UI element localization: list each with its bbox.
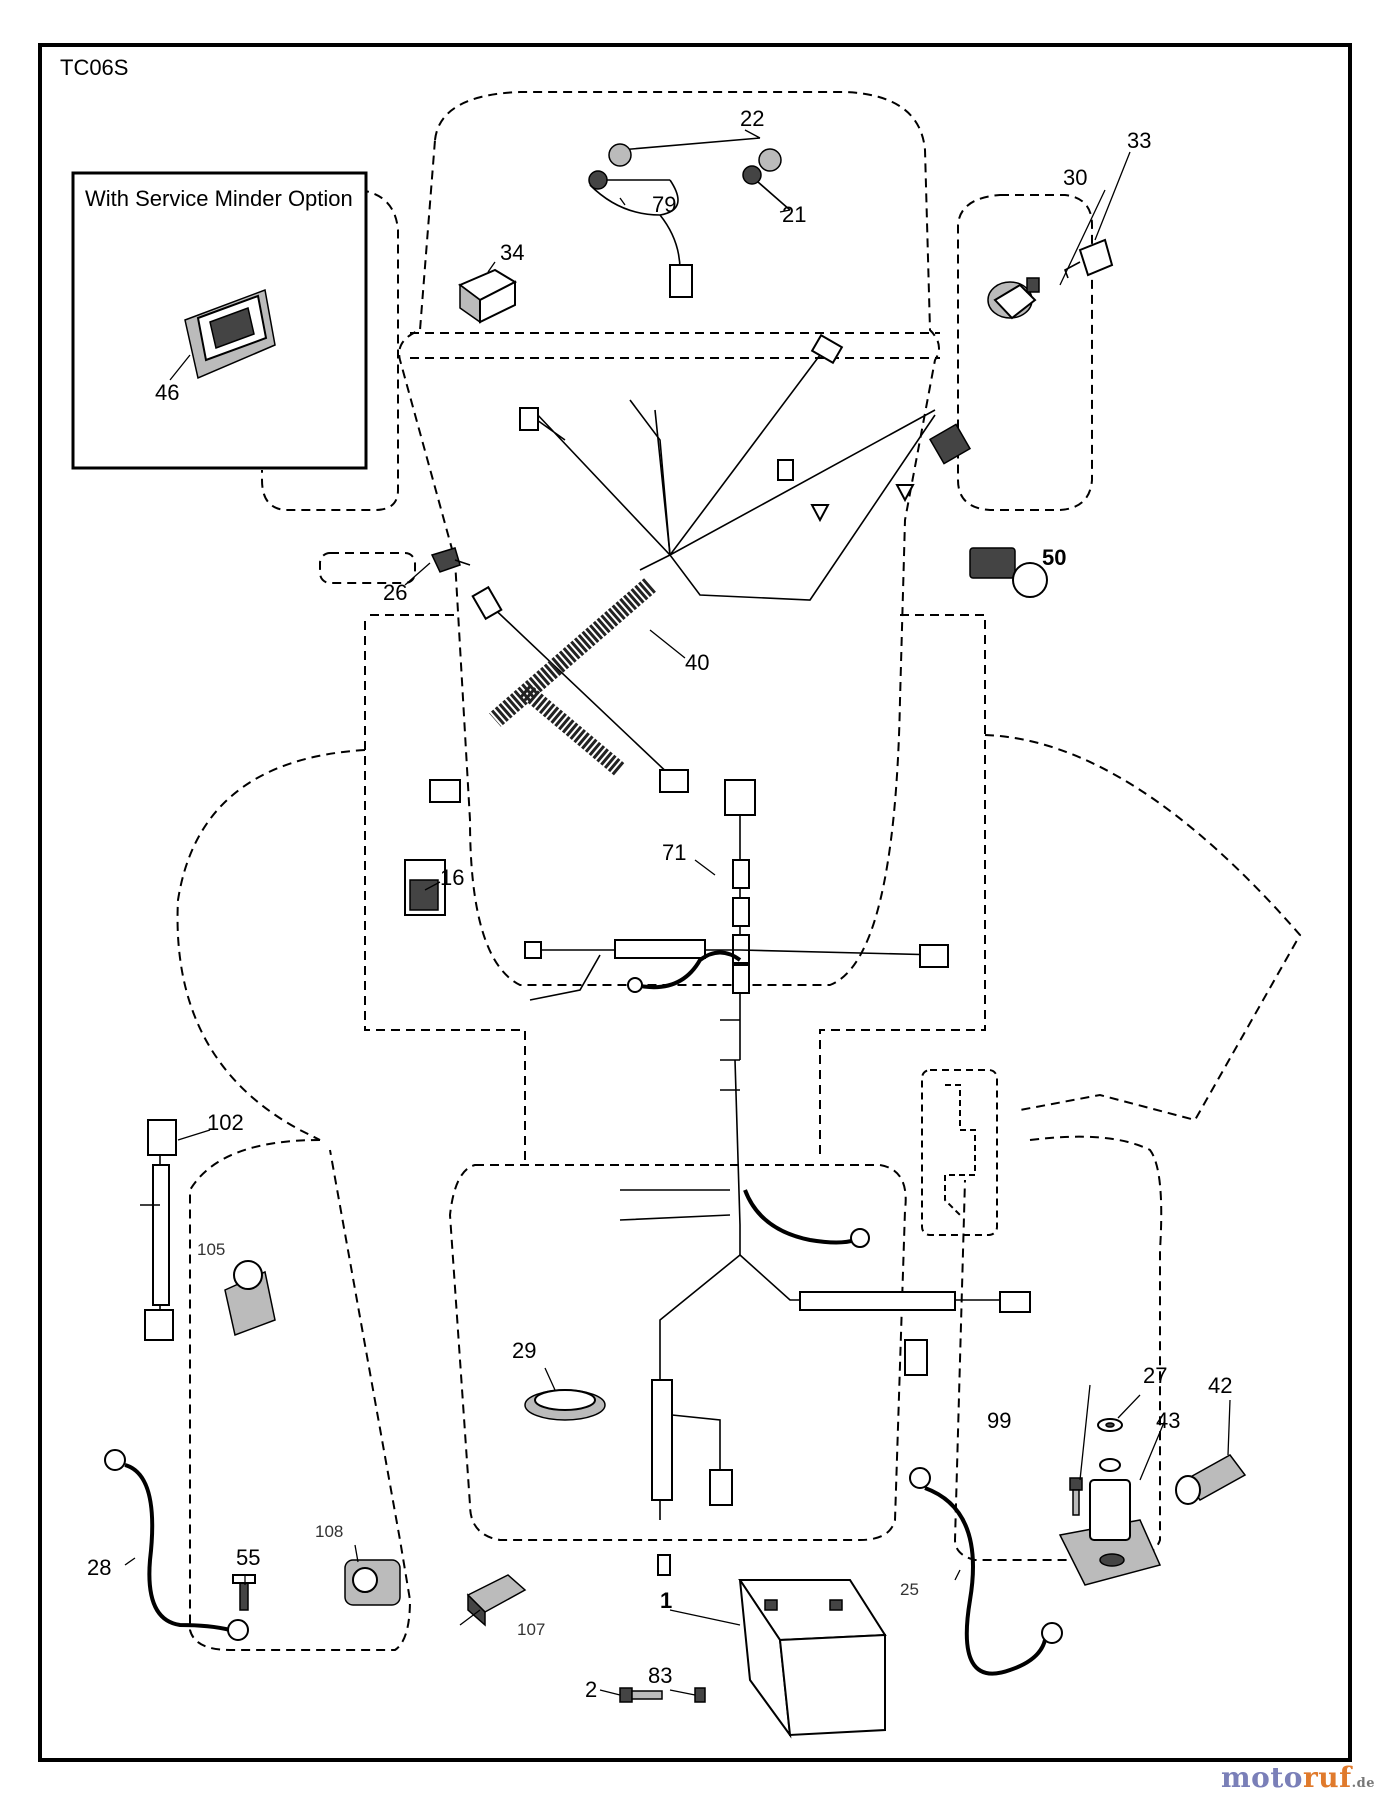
ignition-key (1064, 238, 1114, 279)
deck-outline (448, 1164, 907, 1541)
label-50: 50 (1042, 545, 1066, 570)
label-26: 26 (383, 580, 407, 605)
watermark-logo: motoruf.de (1221, 1761, 1375, 1794)
right-wheel-well (953, 1135, 1163, 1561)
label-30: 30 (1063, 165, 1087, 190)
diagram-code: TC06S (60, 55, 128, 80)
relay-26 (430, 547, 471, 573)
label-29: 29 (512, 1338, 536, 1363)
label-71: 71 (662, 840, 686, 865)
starter-solenoid-43 (1058, 1458, 1162, 1586)
connector-16 (404, 859, 446, 916)
bolt-99 (1069, 1477, 1083, 1516)
main-harness-40 (429, 333, 972, 803)
solenoid-105 (224, 1260, 276, 1337)
label-21: 21 (782, 202, 806, 227)
nut-83 (694, 1687, 706, 1703)
label-2: 2 (585, 1677, 597, 1702)
battery-cable-25 (909, 1467, 1063, 1676)
label-46: 46 (155, 380, 179, 405)
bolt-2 (619, 1687, 663, 1703)
service-minder-display (184, 288, 276, 380)
label-107: 107 (517, 1620, 545, 1639)
bolt-55 (232, 1574, 256, 1611)
label-1: 1 (660, 1588, 672, 1613)
right-fender (984, 734, 1302, 1122)
dash-crossbar (410, 332, 940, 359)
grommet-29 (524, 1389, 606, 1421)
ground-cable-28 (104, 1449, 249, 1641)
terminal-boot-42 (1175, 1454, 1247, 1505)
label-16: 16 (440, 865, 464, 890)
inset-title: With Service Minder Option (85, 186, 353, 211)
leader-lines (124, 129, 1231, 1696)
label-34: 34 (500, 240, 524, 265)
label-105: 105 (197, 1240, 225, 1259)
rear-harness-71 (524, 779, 1031, 1576)
module-107 (466, 1574, 527, 1627)
label-55: 55 (236, 1545, 260, 1570)
label-25: 25 (900, 1580, 919, 1599)
module-108 (344, 1559, 401, 1606)
hood-outline (398, 91, 940, 986)
label-79: 79 (652, 192, 676, 217)
label-42: 42 (1208, 1373, 1232, 1398)
label-43: 43 (1156, 1408, 1180, 1433)
label-33: 33 (1127, 128, 1151, 153)
headlight-harness (588, 137, 791, 298)
label-108: 108 (315, 1522, 343, 1541)
label-22: 22 (740, 106, 764, 131)
switch-34 (458, 268, 518, 324)
label-40: 40 (685, 650, 709, 675)
seat-outline (364, 614, 986, 1160)
label-102: 102 (207, 1110, 244, 1135)
left-fender (176, 749, 366, 1141)
pto-switch-50 (969, 547, 1048, 598)
ignition-switch (987, 277, 1040, 320)
label-99: 99 (987, 1408, 1011, 1433)
shift-slot (944, 1084, 976, 1216)
left-panel (261, 189, 399, 511)
label-83: 83 (648, 1663, 672, 1688)
part-labels: 22 79 21 34 30 33 46 26 50 40 71 16 102 … (87, 106, 1232, 1702)
right-panel (957, 194, 1093, 511)
label-28: 28 (87, 1555, 111, 1580)
outer-frame (38, 43, 1352, 1762)
nut-27 (1097, 1418, 1123, 1432)
harness-102 (140, 1119, 177, 1341)
shift-plate (921, 1069, 998, 1236)
battery-1 (738, 1579, 887, 1739)
label-27: 27 (1143, 1363, 1167, 1388)
dash-small-rect (319, 552, 416, 584)
